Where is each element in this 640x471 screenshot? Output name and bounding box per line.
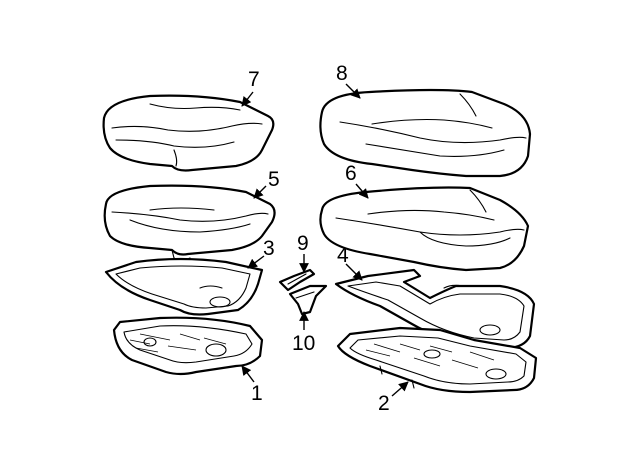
callout-6: 6 bbox=[345, 162, 369, 199]
callout-label-9: 9 bbox=[297, 232, 309, 255]
left-seat-cover-part bbox=[102, 94, 275, 172]
callout-label-2: 2 bbox=[378, 392, 390, 415]
callout-10: 10 bbox=[292, 311, 315, 355]
callout-label-7: 7 bbox=[248, 68, 260, 91]
callout-label-4: 4 bbox=[337, 244, 349, 267]
left-lower-frame-part bbox=[112, 316, 264, 376]
bracket-lower-part bbox=[288, 284, 328, 316]
callout-1: 1 bbox=[241, 365, 263, 405]
callout-9: 9 bbox=[297, 232, 309, 273]
left-seat-pad-part bbox=[103, 184, 276, 261]
callout-4: 4 bbox=[337, 244, 363, 281]
right-seat-pad-part bbox=[319, 186, 530, 272]
callout-label-10: 10 bbox=[292, 332, 315, 355]
right-seat-frame-part bbox=[334, 268, 536, 350]
callout-label-6: 6 bbox=[345, 162, 357, 185]
callout-label-1: 1 bbox=[251, 382, 263, 405]
right-seat-cover-part bbox=[319, 88, 532, 178]
left-seat-frame-part bbox=[104, 257, 264, 316]
callout-label-8: 8 bbox=[336, 62, 348, 85]
bracket-upper-part bbox=[278, 268, 316, 292]
callout-2: 2 bbox=[378, 381, 409, 415]
callout-label-3: 3 bbox=[263, 237, 275, 260]
callout-7: 7 bbox=[241, 68, 260, 107]
callout-8: 8 bbox=[336, 62, 361, 99]
right-lower-frame-part bbox=[336, 326, 538, 394]
callout-3: 3 bbox=[247, 237, 275, 269]
callout-5: 5 bbox=[253, 168, 280, 199]
callout-label-5: 5 bbox=[268, 168, 280, 191]
